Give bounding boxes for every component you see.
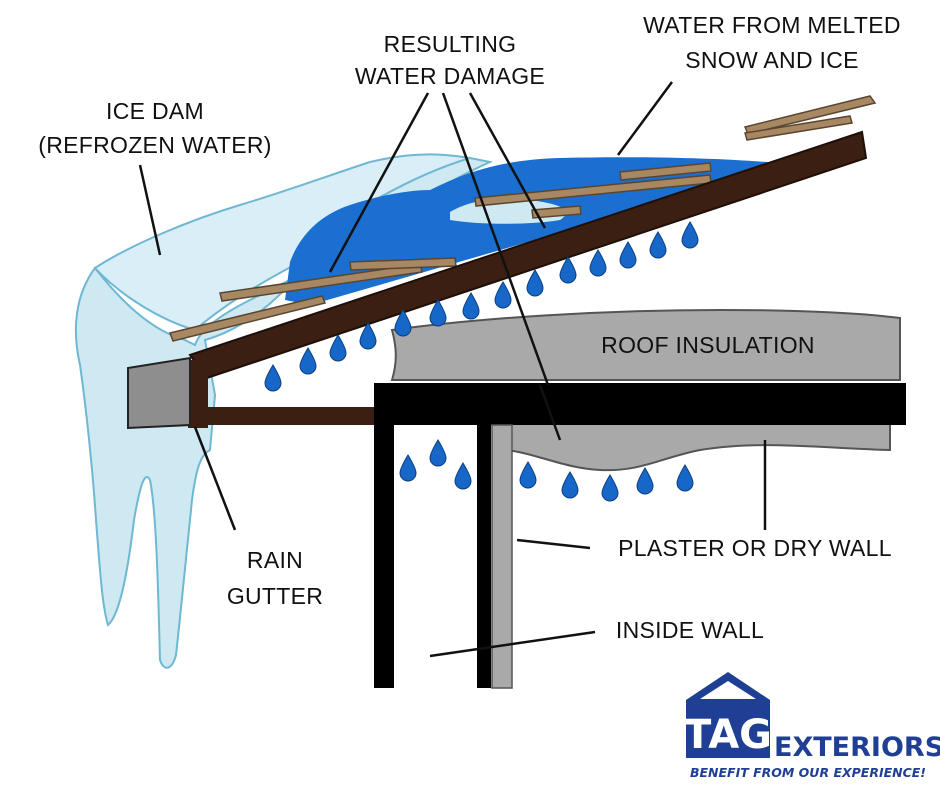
ice-dam-label: ICE DAM [106,98,204,124]
water-drop-icon [329,334,347,362]
plaster-wall-strip [491,424,513,689]
water-drop-icon [462,292,480,320]
water-drop-icon [649,231,667,259]
rain-gutter-sublabel: GUTTER [227,583,323,609]
water-drop-icon [589,249,607,277]
melted-water-label: WATER FROM MELTED [643,12,901,38]
leader-lines [138,81,767,658]
logo-mark-box [686,700,770,758]
water-drop-icon [561,471,579,499]
water-drop-icon [526,269,544,297]
water-drop-icon [559,256,577,284]
inside-wall-label: INSIDE WALL [616,617,764,643]
rain-gutter [127,356,191,430]
water-drop-icon [619,241,637,269]
rain-gutter-label: RAIN [247,547,303,573]
water-drop-icon [429,439,447,467]
inside-wall-stud-outer [374,400,394,688]
logo-mark: TAG [684,712,772,758]
water-drop-icon [264,364,282,392]
water-damage-sublabel: WATER DAMAGE [355,63,545,89]
water-drop-icon [494,281,512,309]
logo-name: EXTERIORS [774,732,940,763]
water-drop-icon [394,309,412,337]
water-drop-icon [601,474,619,502]
inside-wall-stud-inner [477,425,491,688]
water-drop-icon [429,299,447,327]
water-drops [264,221,699,502]
tag-exteriors-logo: TAG EXTERIORS BENEFIT FROM OUR EXPERIENC… [684,672,940,780]
ceiling-joist [374,383,906,425]
water-drop-icon [399,454,417,482]
water-drop-icon [681,221,699,249]
soffit-beam [188,407,388,425]
roof-insulation [390,308,901,381]
water-drop-icon [359,322,377,350]
melted-water-sublabel: SNOW AND ICE [685,47,859,73]
ceiling-plaster [499,422,891,472]
ice-dam-sublabel: (REFROZEN WATER) [38,132,272,158]
plaster-label: PLASTER OR DRY WALL [618,535,892,561]
water-damage-label: RESULTING [384,31,517,57]
water-drop-icon [519,461,537,489]
water-drop-icon [299,347,317,375]
roof-insulation-label: ROOF INSULATION [601,332,815,358]
water-drop-icon [636,467,654,495]
water-drop-icon [676,464,694,492]
water-drop-icon [454,462,472,490]
logo-tagline: BENEFIT FROM OUR EXPERIENCE! [690,765,926,780]
